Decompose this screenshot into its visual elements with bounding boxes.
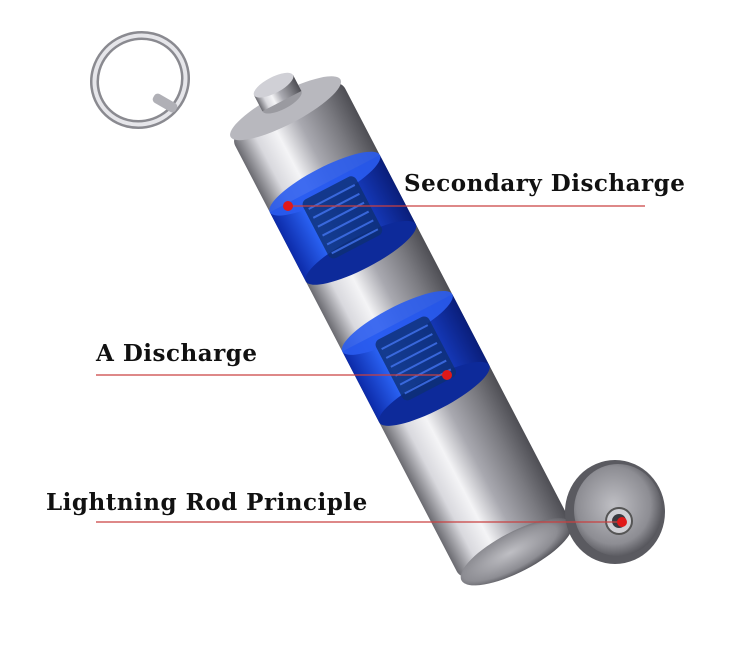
marker-secondary bbox=[283, 201, 293, 211]
callout-lightning-rod-principle: Lightning Rod Principle bbox=[46, 489, 368, 516]
callout-a-discharge: A Discharge bbox=[96, 340, 258, 367]
key-ring bbox=[89, 30, 191, 130]
callout-secondary-discharge: Secondary Discharge bbox=[404, 170, 686, 197]
marker-lightning bbox=[617, 517, 627, 527]
ring-connector bbox=[152, 93, 178, 113]
end-face bbox=[565, 460, 665, 564]
marker-a bbox=[442, 370, 452, 380]
leader-lines bbox=[96, 205, 645, 523]
bottom-cap bbox=[460, 518, 573, 586]
lower-window bbox=[341, 290, 490, 426]
markers bbox=[283, 201, 627, 527]
